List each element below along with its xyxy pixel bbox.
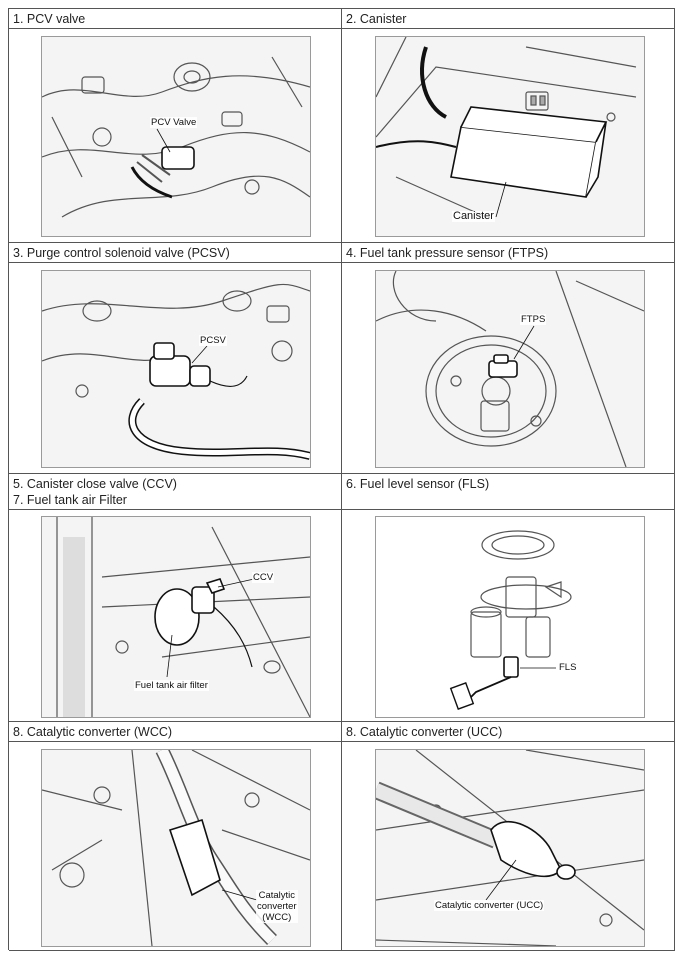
cell-title-ftps: 4. Fuel tank pressure sensor (FTPS) <box>342 243 675 263</box>
wcc-illustration: Catalytic converter (WCC) <box>41 749 311 947</box>
ucc-illustration: Catalytic converter (UCC) <box>375 749 645 947</box>
ccv-title: 5. Canister close valve (CCV) <box>13 477 177 491</box>
wcc-callout: Catalytic converter (WCC) <box>256 890 298 923</box>
wcc-callout-line-1: Catalytic <box>258 890 296 901</box>
cell-image-pcsv: PCSV <box>9 263 342 474</box>
canister-callout: Canister <box>452 210 495 222</box>
cell-image-ucc: Catalytic converter (UCC) <box>342 742 675 951</box>
ucc-title: 8. Catalytic converter (UCC) <box>346 725 503 739</box>
cell-image-fls: FLS <box>342 510 675 722</box>
fls-callout: FLS <box>558 662 578 673</box>
canister-title: 2. Canister <box>346 12 407 26</box>
wcc-title: 8. Catalytic converter (WCC) <box>13 725 173 739</box>
fuel-tank-air-filter-callout: Fuel tank air filter <box>134 680 209 691</box>
ftps-illustration: FTPS <box>375 270 645 468</box>
pcv-valve-callout: PCV Valve <box>150 117 198 128</box>
cell-image-wcc: Catalytic converter (WCC) <box>9 742 342 951</box>
wcc-callout-line-2: converter <box>257 901 297 912</box>
component-location-table: 1. PCV valve 2. Canister <box>8 8 675 951</box>
pcsv-illustration: PCSV <box>41 270 311 468</box>
cell-title-fls: 6. Fuel level sensor (FLS) <box>342 474 675 510</box>
pcv-valve-title: 1. PCV valve <box>13 12 86 26</box>
ucc-callout: Catalytic converter (UCC) <box>434 900 545 911</box>
fuel-tank-air-filter-title: 7. Fuel tank air Filter <box>13 493 127 507</box>
fls-illustration: FLS <box>375 516 645 718</box>
wcc-callout-line-3: (WCC) <box>262 912 292 923</box>
pcsv-title: 3. Purge control solenoid valve (PCSV) <box>13 246 230 260</box>
cell-image-ccv: CCV Fuel tank air filter <box>9 510 342 722</box>
cell-title-pcv-valve: 1. PCV valve <box>9 9 342 29</box>
pcv-valve-illustration: PCV Valve <box>41 36 311 237</box>
cell-title-ccv: 5. Canister close valve (CCV) 7. Fuel ta… <box>9 474 342 510</box>
ftps-callout: FTPS <box>520 314 547 325</box>
cell-image-canister: Canister <box>342 29 675 243</box>
cell-title-canister: 2. Canister <box>342 9 675 29</box>
ftps-title: 4. Fuel tank pressure sensor (FTPS) <box>346 246 549 260</box>
cell-title-ucc: 8. Catalytic converter (UCC) <box>342 722 675 742</box>
ccv-illustration: CCV Fuel tank air filter <box>41 516 311 718</box>
cell-title-pcsv: 3. Purge control solenoid valve (PCSV) <box>9 243 342 263</box>
canister-illustration: Canister <box>375 36 645 237</box>
pcsv-callout: PCSV <box>199 335 227 346</box>
cell-image-ftps: FTPS <box>342 263 675 474</box>
cell-image-pcv-valve: PCV Valve <box>9 29 342 243</box>
cell-title-wcc: 8. Catalytic converter (WCC) <box>9 722 342 742</box>
ccv-callout: CCV <box>252 572 275 583</box>
fls-title: 6. Fuel level sensor (FLS) <box>346 477 490 491</box>
